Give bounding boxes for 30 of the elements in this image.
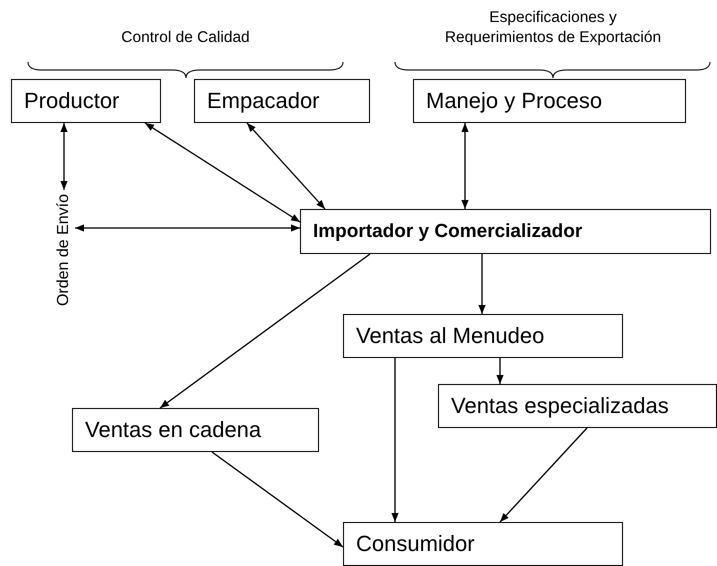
process-box [11,79,161,123]
arrow [60,123,68,190]
node-label: Ventas especializadas [451,393,669,419]
group-label: Control de Calidad [120,28,251,48]
arrow [478,254,486,314]
process-box [413,79,686,123]
node-label: Ventas al Menudeo [356,323,544,349]
node-label: Manejo y Proceso [426,88,602,114]
arrow [144,122,300,223]
arrow [500,428,588,522]
arrow [160,253,370,409]
process-box [72,408,319,452]
arrow [391,358,399,522]
arrow [496,358,504,384]
node-label: Productor [24,88,120,114]
node-label: Importador y Comercializador [313,220,582,242]
arrow [212,451,344,548]
arrow [246,122,326,210]
node-label: Ventas en cadena [85,417,262,443]
group-label: Especificaciones y Requerimientos de Exportación [444,8,662,48]
process-box [194,79,370,123]
process-box [300,209,711,254]
node-label: Empacador [207,88,320,114]
rotated-text: Orden de Envío [53,190,75,310]
node-label: Consumidor [356,531,475,557]
process-box [438,384,717,428]
process-box [343,522,623,566]
process-box [343,314,623,358]
arrow [461,123,469,209]
arrow [75,224,300,232]
